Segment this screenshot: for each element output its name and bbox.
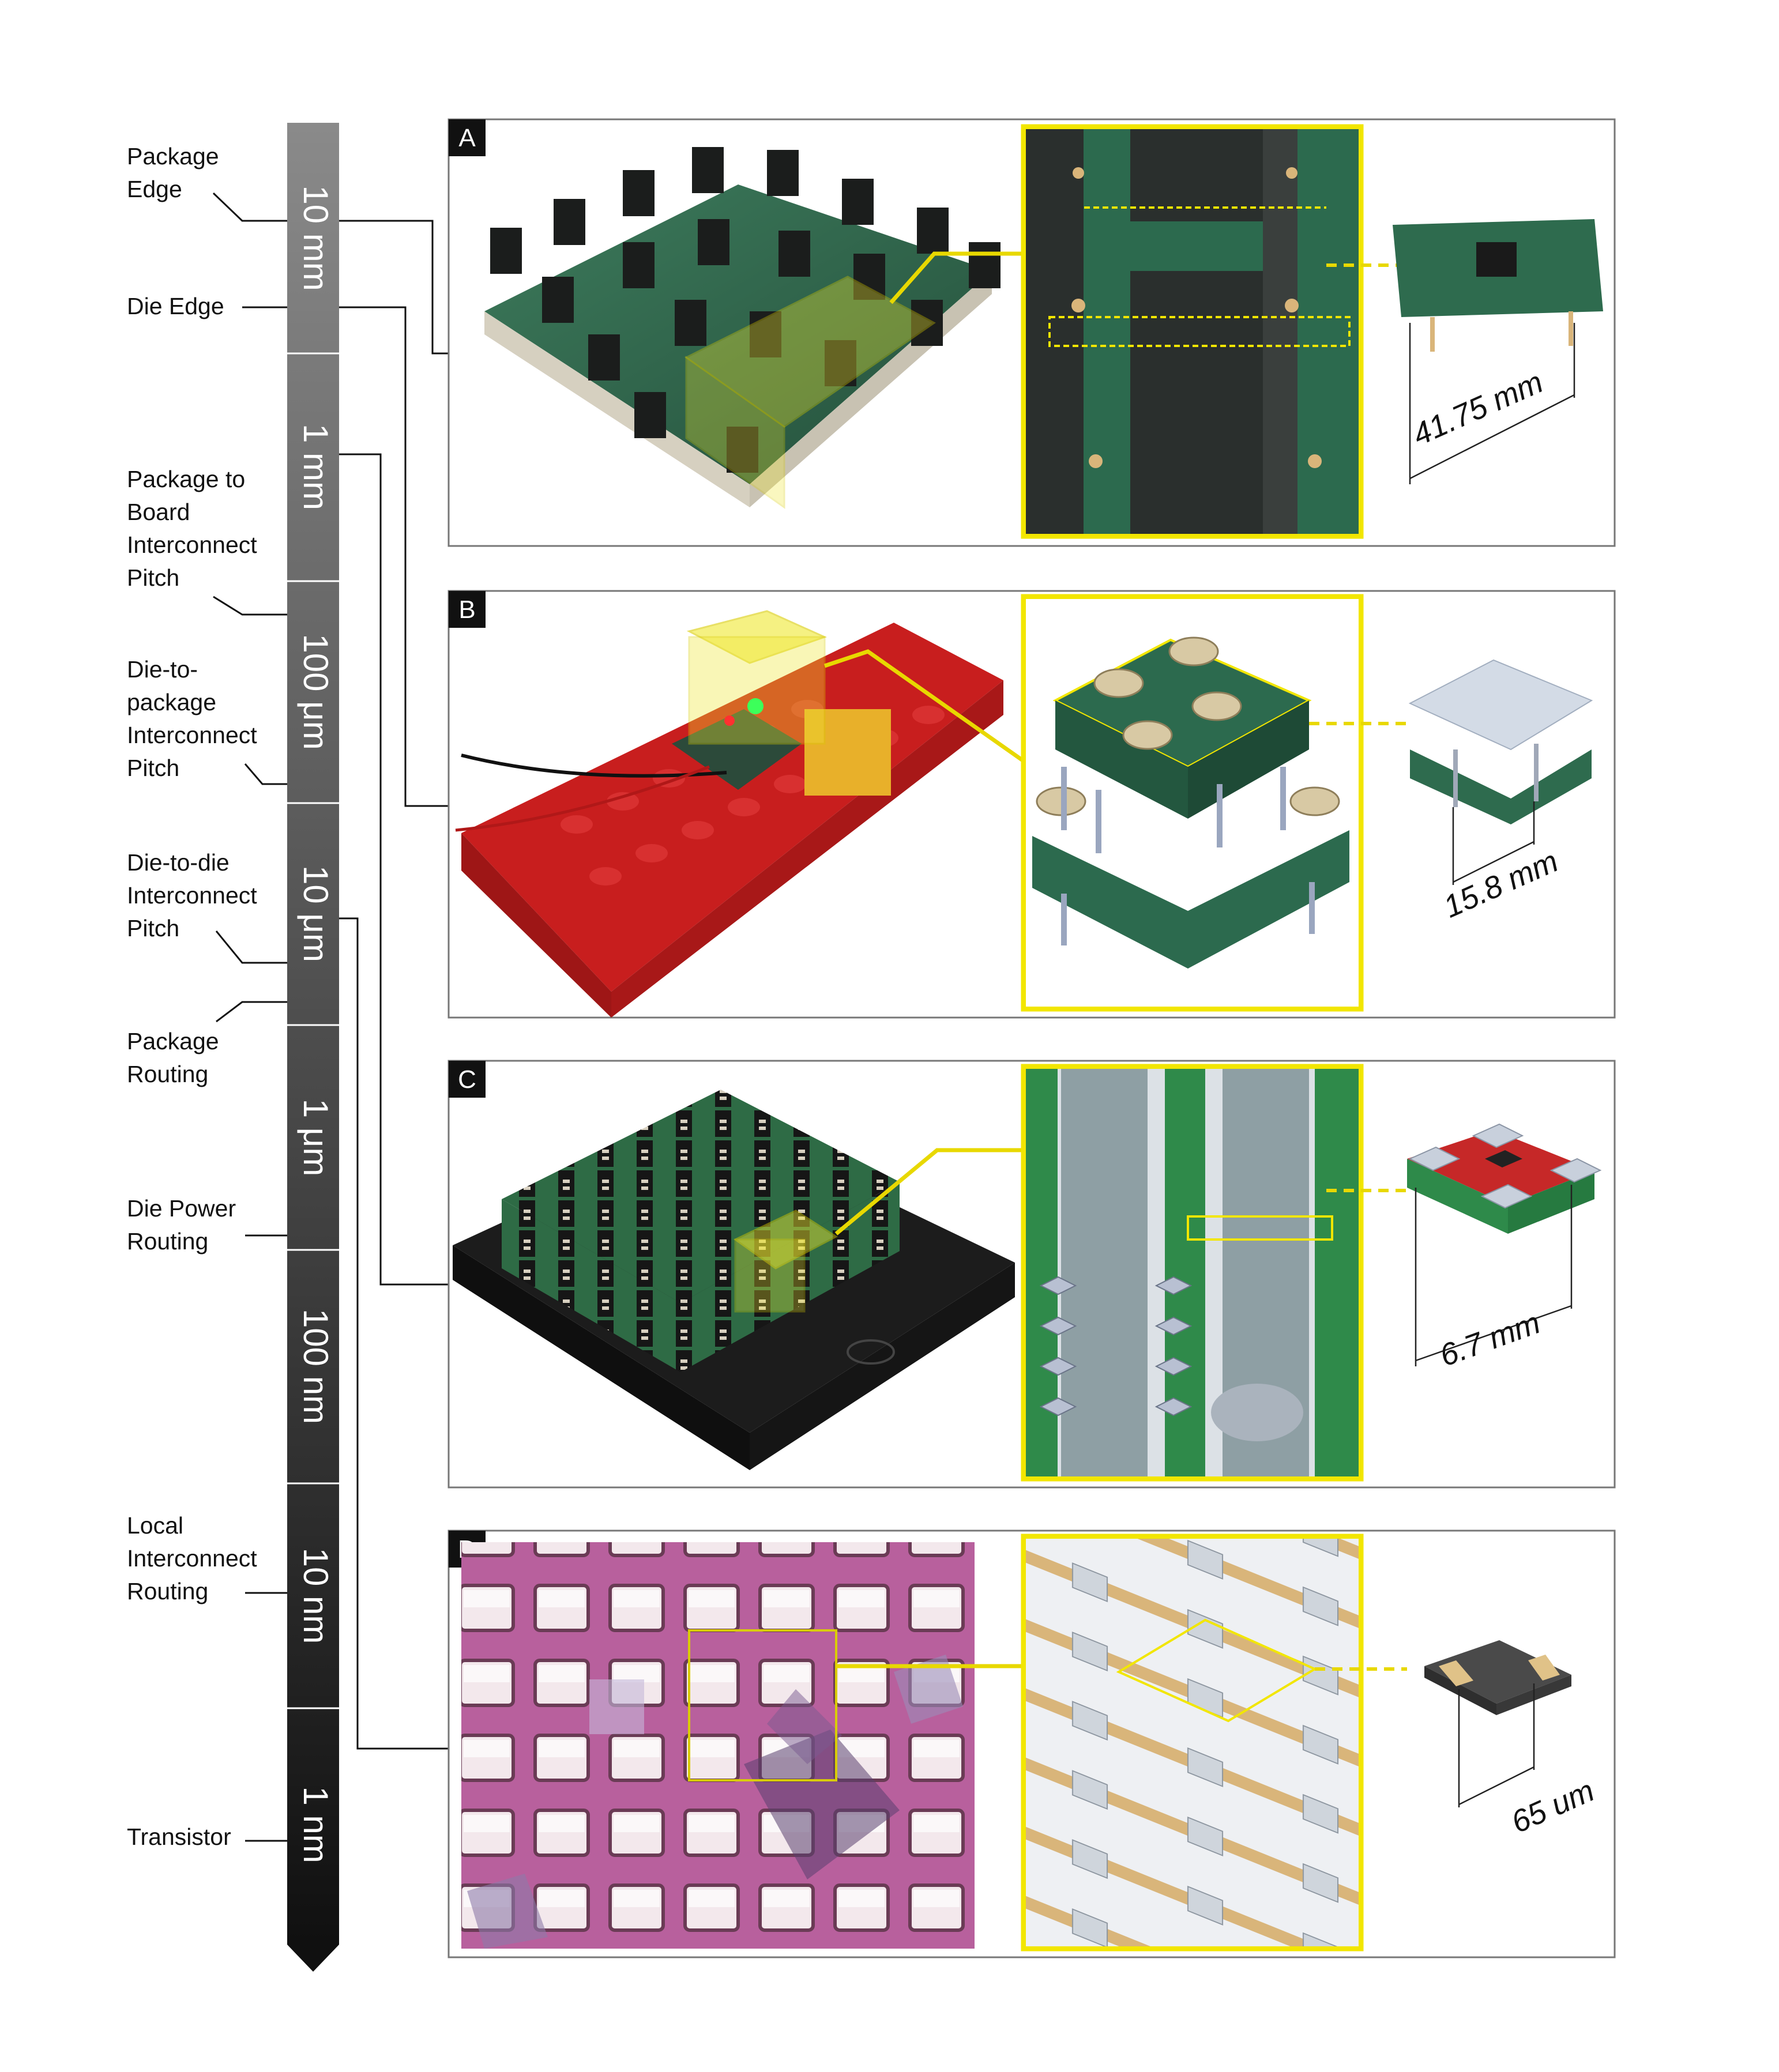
panel-b-letter: B [458,596,475,624]
scale-label-10um: 10 μm [296,865,335,962]
scale-bar-arrowhead [287,1945,339,1972]
panel-c-photo [453,1090,1015,1470]
scale-dividers [287,352,339,1709]
panel-a-photo [484,147,1001,509]
panel-connectors [339,220,449,1750]
label-die-power-routing: Die Power Routing [127,1195,243,1254]
panel-b-module [1408,659,1593,824]
panel-a: A [447,118,1616,547]
feature-labels: Package Edge Die Edge Package to Board I… [127,143,264,1850]
scale-label-1nm: 1 nm [296,1786,335,1863]
label-die-to-die-pitch: Die-to-die Interconnect Pitch [127,849,264,941]
label-package-edge: Package Edge [127,143,225,202]
panel-b-cad-frame [1021,594,1364,1012]
panel-c-module [1407,1123,1602,1234]
panel-c-letter: C [458,1065,476,1094]
panel-b-photo [455,610,1003,1018]
scale-label-100um: 100 μm [296,634,335,749]
panel-b: B [447,590,1616,1019]
label-die-to-package-pitch: Die-to- package Interconnect Pitch [127,656,264,781]
panel-a-cad-frame [1021,124,1364,539]
panel-c: C [447,1060,1616,1489]
panel-a-module [1393,219,1603,352]
panel-c-cad-frame [1021,1064,1364,1482]
panel-d-cad-frame [1021,1534,1364,1952]
scale-label-1um: 1 μm [296,1099,335,1177]
scale-label-1mm: 1 mm [296,424,335,510]
panel-a-letter: A [458,124,476,152]
label-local-interconnect-routing: Local Interconnect Routing [127,1512,264,1604]
panel-d: D 65 um [447,1529,1616,1958]
scale-label-10mm: 10 mm [296,185,335,291]
panel-d-micrograph [461,1542,975,1949]
panel-d-zoom-box [688,1629,837,1781]
label-leaders [212,192,287,1842]
panel-b-tag [449,591,486,628]
scale-bar: 10 mm 1 mm 100 μm 10 μm 1 μm 100 nm 10 n… [287,123,339,1972]
scale-label-10nm: 10 nm [296,1548,335,1644]
panel-b-cad [1026,599,1359,1007]
panel-d-cad [1026,1539,1359,1946]
scale-label-100nm: 100 nm [296,1309,335,1424]
label-transistor: Transistor [127,1824,231,1850]
panel-a-cad [1026,129,1359,534]
label-package-routing: Package Routing [127,1028,225,1087]
panel-a-tag [449,119,486,156]
label-die-edge: Die Edge [127,293,224,319]
panel-c-cad [1026,1069,1359,1476]
label-package-to-board-pitch: Package to Board Interconnect Pitch [127,466,264,591]
panel-c-tag [449,1061,486,1098]
scale-bar-body [287,123,339,1945]
